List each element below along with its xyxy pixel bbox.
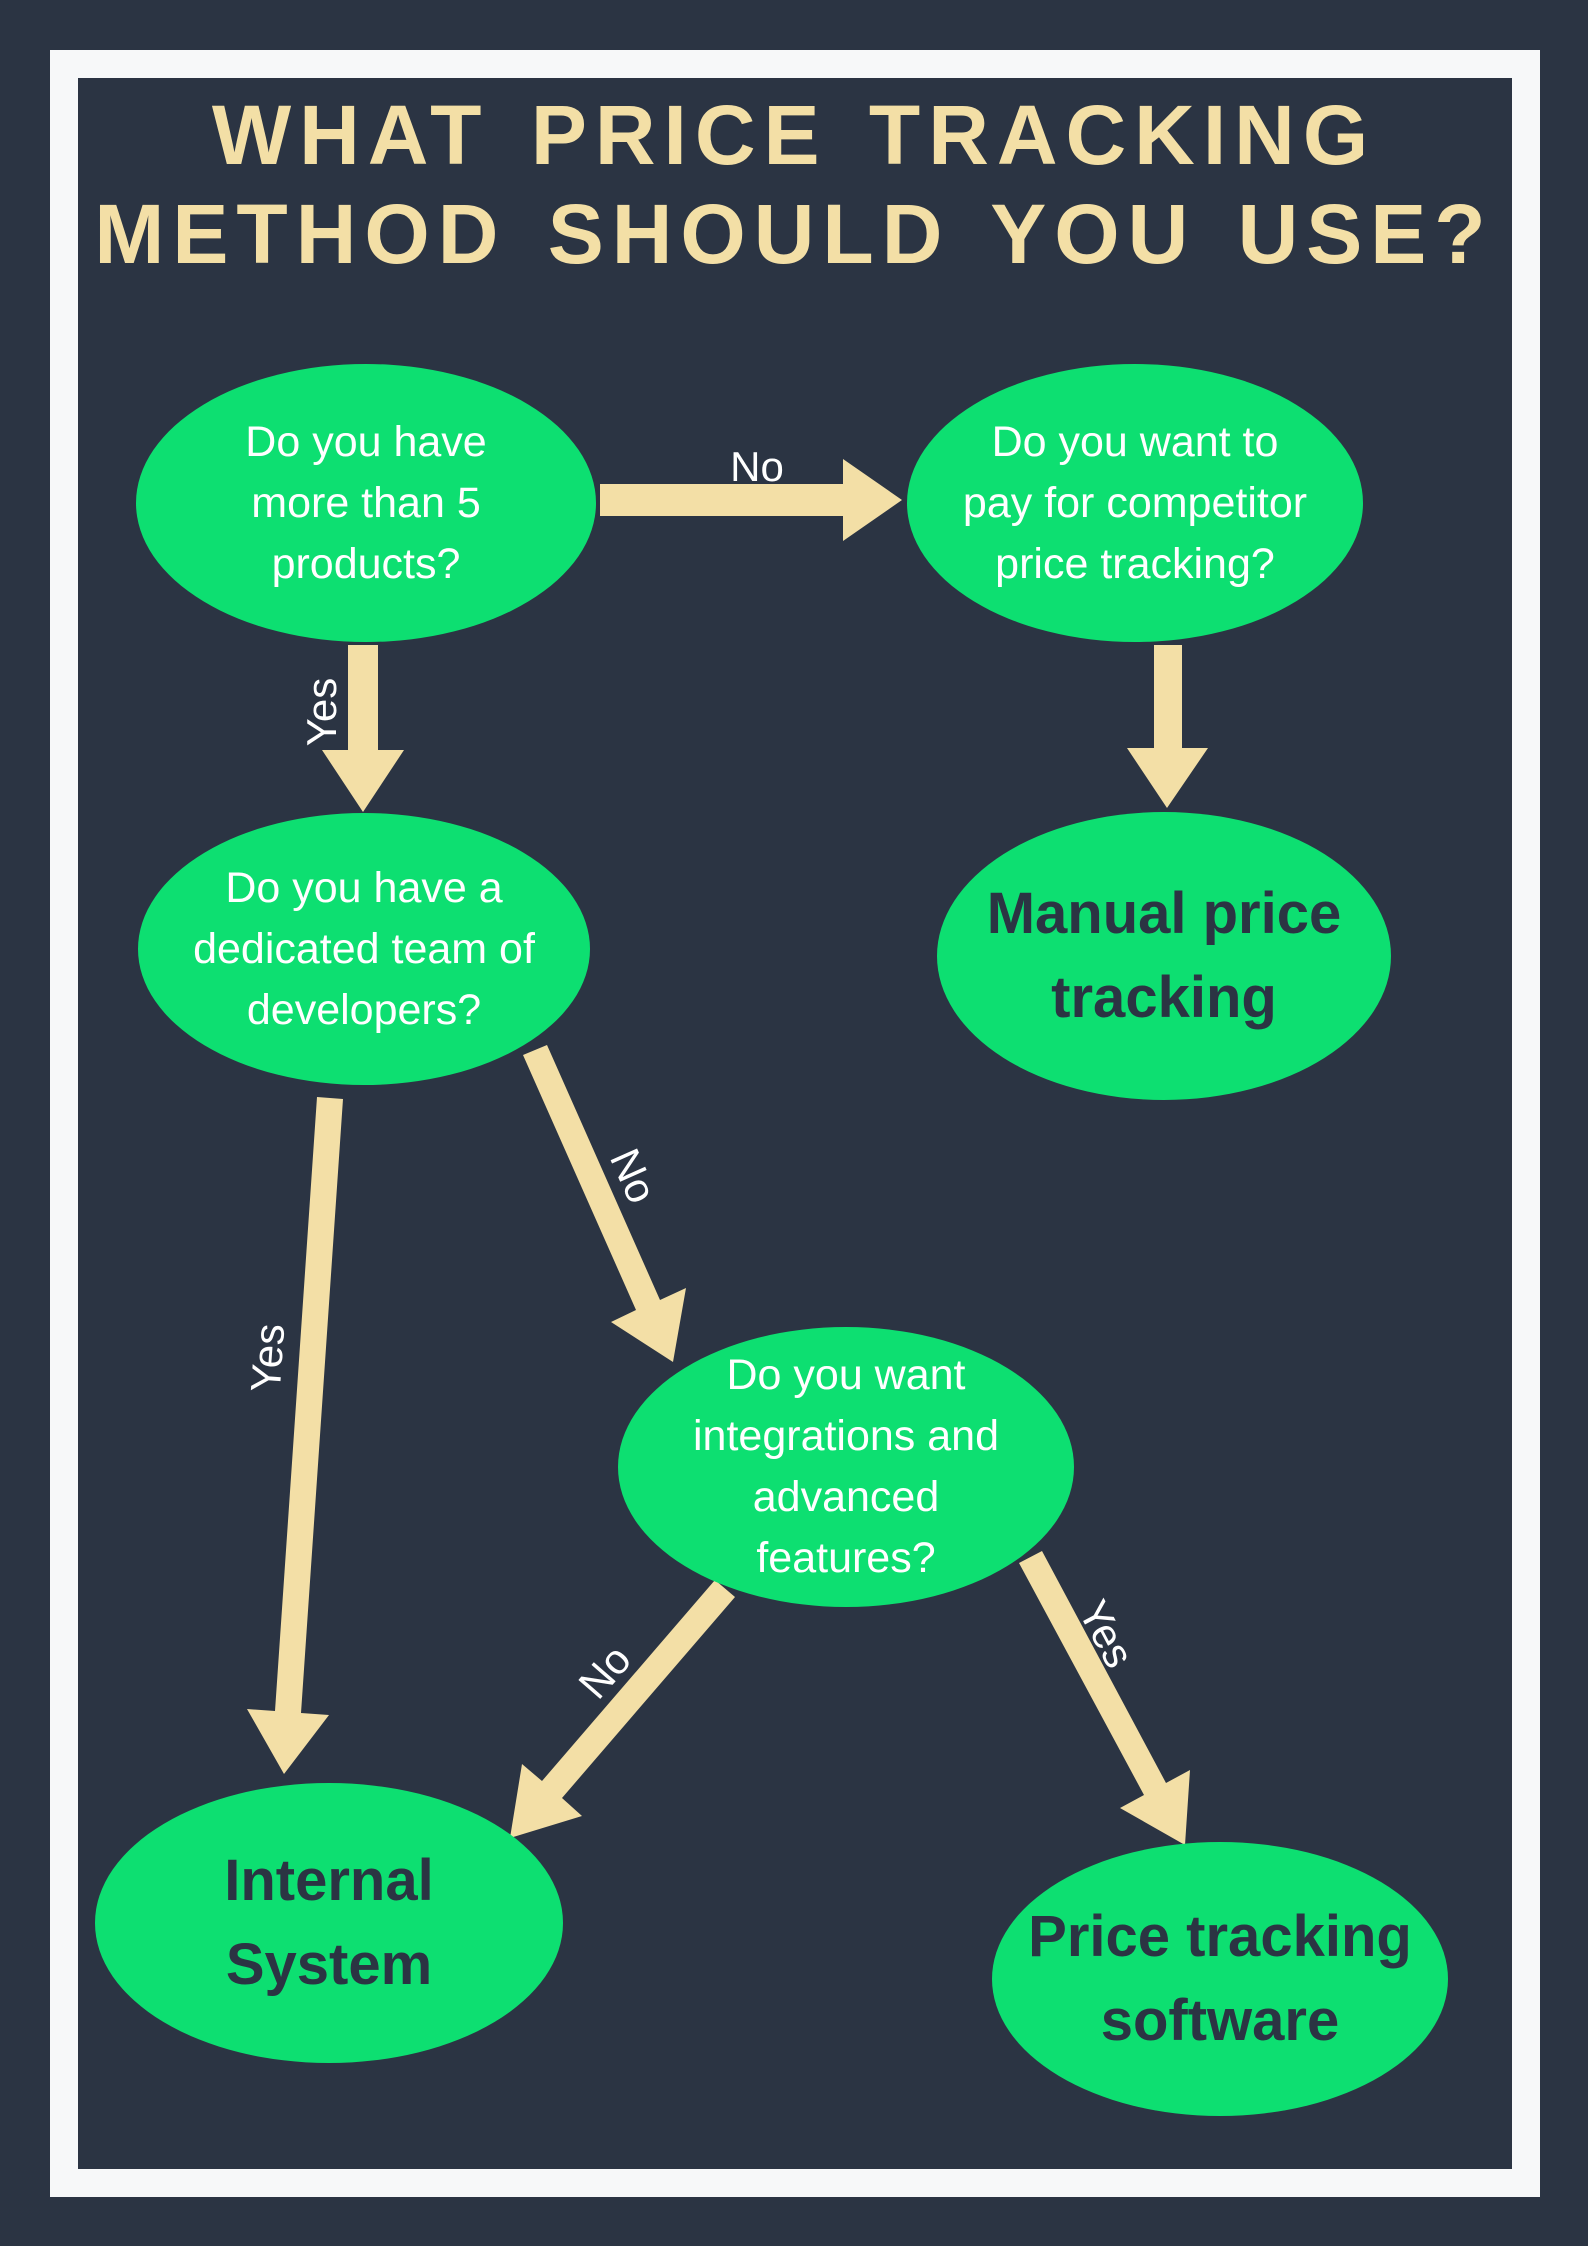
node-text-line: advanced <box>752 1473 940 1521</box>
node-text-line: Internal <box>224 1848 434 1913</box>
node-text-line: software <box>1100 1988 1340 2053</box>
node-text-line: Do you want <box>726 1351 966 1399</box>
edge-devteam-to-internal-arrow <box>247 1097 343 1774</box>
node-text-line: developers? <box>246 985 482 1034</box>
node-text-line: features? <box>756 1534 936 1582</box>
node-result-manual-tracking: Manual price tracking <box>937 812 1391 1100</box>
node-text-line: pay for competitor <box>962 478 1308 527</box>
node-text-line: Price tracking <box>1028 1904 1412 1969</box>
node-text-line: dedicated team of <box>193 924 535 973</box>
node-text-line: Do you want to <box>991 417 1279 466</box>
node-text-line: integrations and <box>693 1412 999 1460</box>
node-text-line: more than 5 <box>251 478 481 527</box>
node-result-internal-system: Internal System <box>95 1783 563 2063</box>
node-text-line: products? <box>271 539 461 588</box>
node-question-products: Do you have more than 5 products? <box>136 364 596 642</box>
node-text-line: Do you have <box>245 417 487 466</box>
edge-label-no-products-to-pay: No <box>730 443 784 490</box>
edge-label-no-integrations-to-internal: No <box>569 1635 640 1708</box>
node-text-line: Manual price <box>986 881 1342 946</box>
page-title: WHAT PRICE TRACKING METHOD SHOULD YOU US… <box>0 86 1588 284</box>
node-text-line: Do you have a <box>225 863 503 912</box>
edge-label-yes-devteam-to-internal: Yes <box>241 1322 294 1394</box>
node-question-integrations: Do you want integrations and advanced fe… <box>618 1327 1074 1607</box>
edge-integrations-to-internal-arrow <box>510 1580 735 1838</box>
node-text-line: System <box>225 1932 433 1997</box>
page-title-line1: WHAT PRICE TRACKING <box>211 88 1377 182</box>
node-question-pay-for-tracking: Do you want to pay for competitor price … <box>907 364 1363 642</box>
edge-devteam-to-integrations-arrow <box>523 1045 686 1362</box>
page-title-line2: METHOD SHOULD YOU USE? <box>94 187 1494 281</box>
edge-label-yes-integrations-to-software: Yes <box>1069 1592 1144 1676</box>
node-text-line: price tracking? <box>995 539 1275 588</box>
edge-label-yes-products-to-devteam: Yes <box>298 677 345 747</box>
node-text-line: tracking <box>1051 965 1277 1030</box>
node-question-dev-team: Do you have a dedicated team of develope… <box>138 813 590 1085</box>
edge-pay-to-manual-arrow <box>1127 645 1208 808</box>
edge-label-no-devteam-to-integrations: No <box>601 1141 666 1210</box>
node-result-price-tracking-software: Price tracking software <box>992 1842 1448 2116</box>
